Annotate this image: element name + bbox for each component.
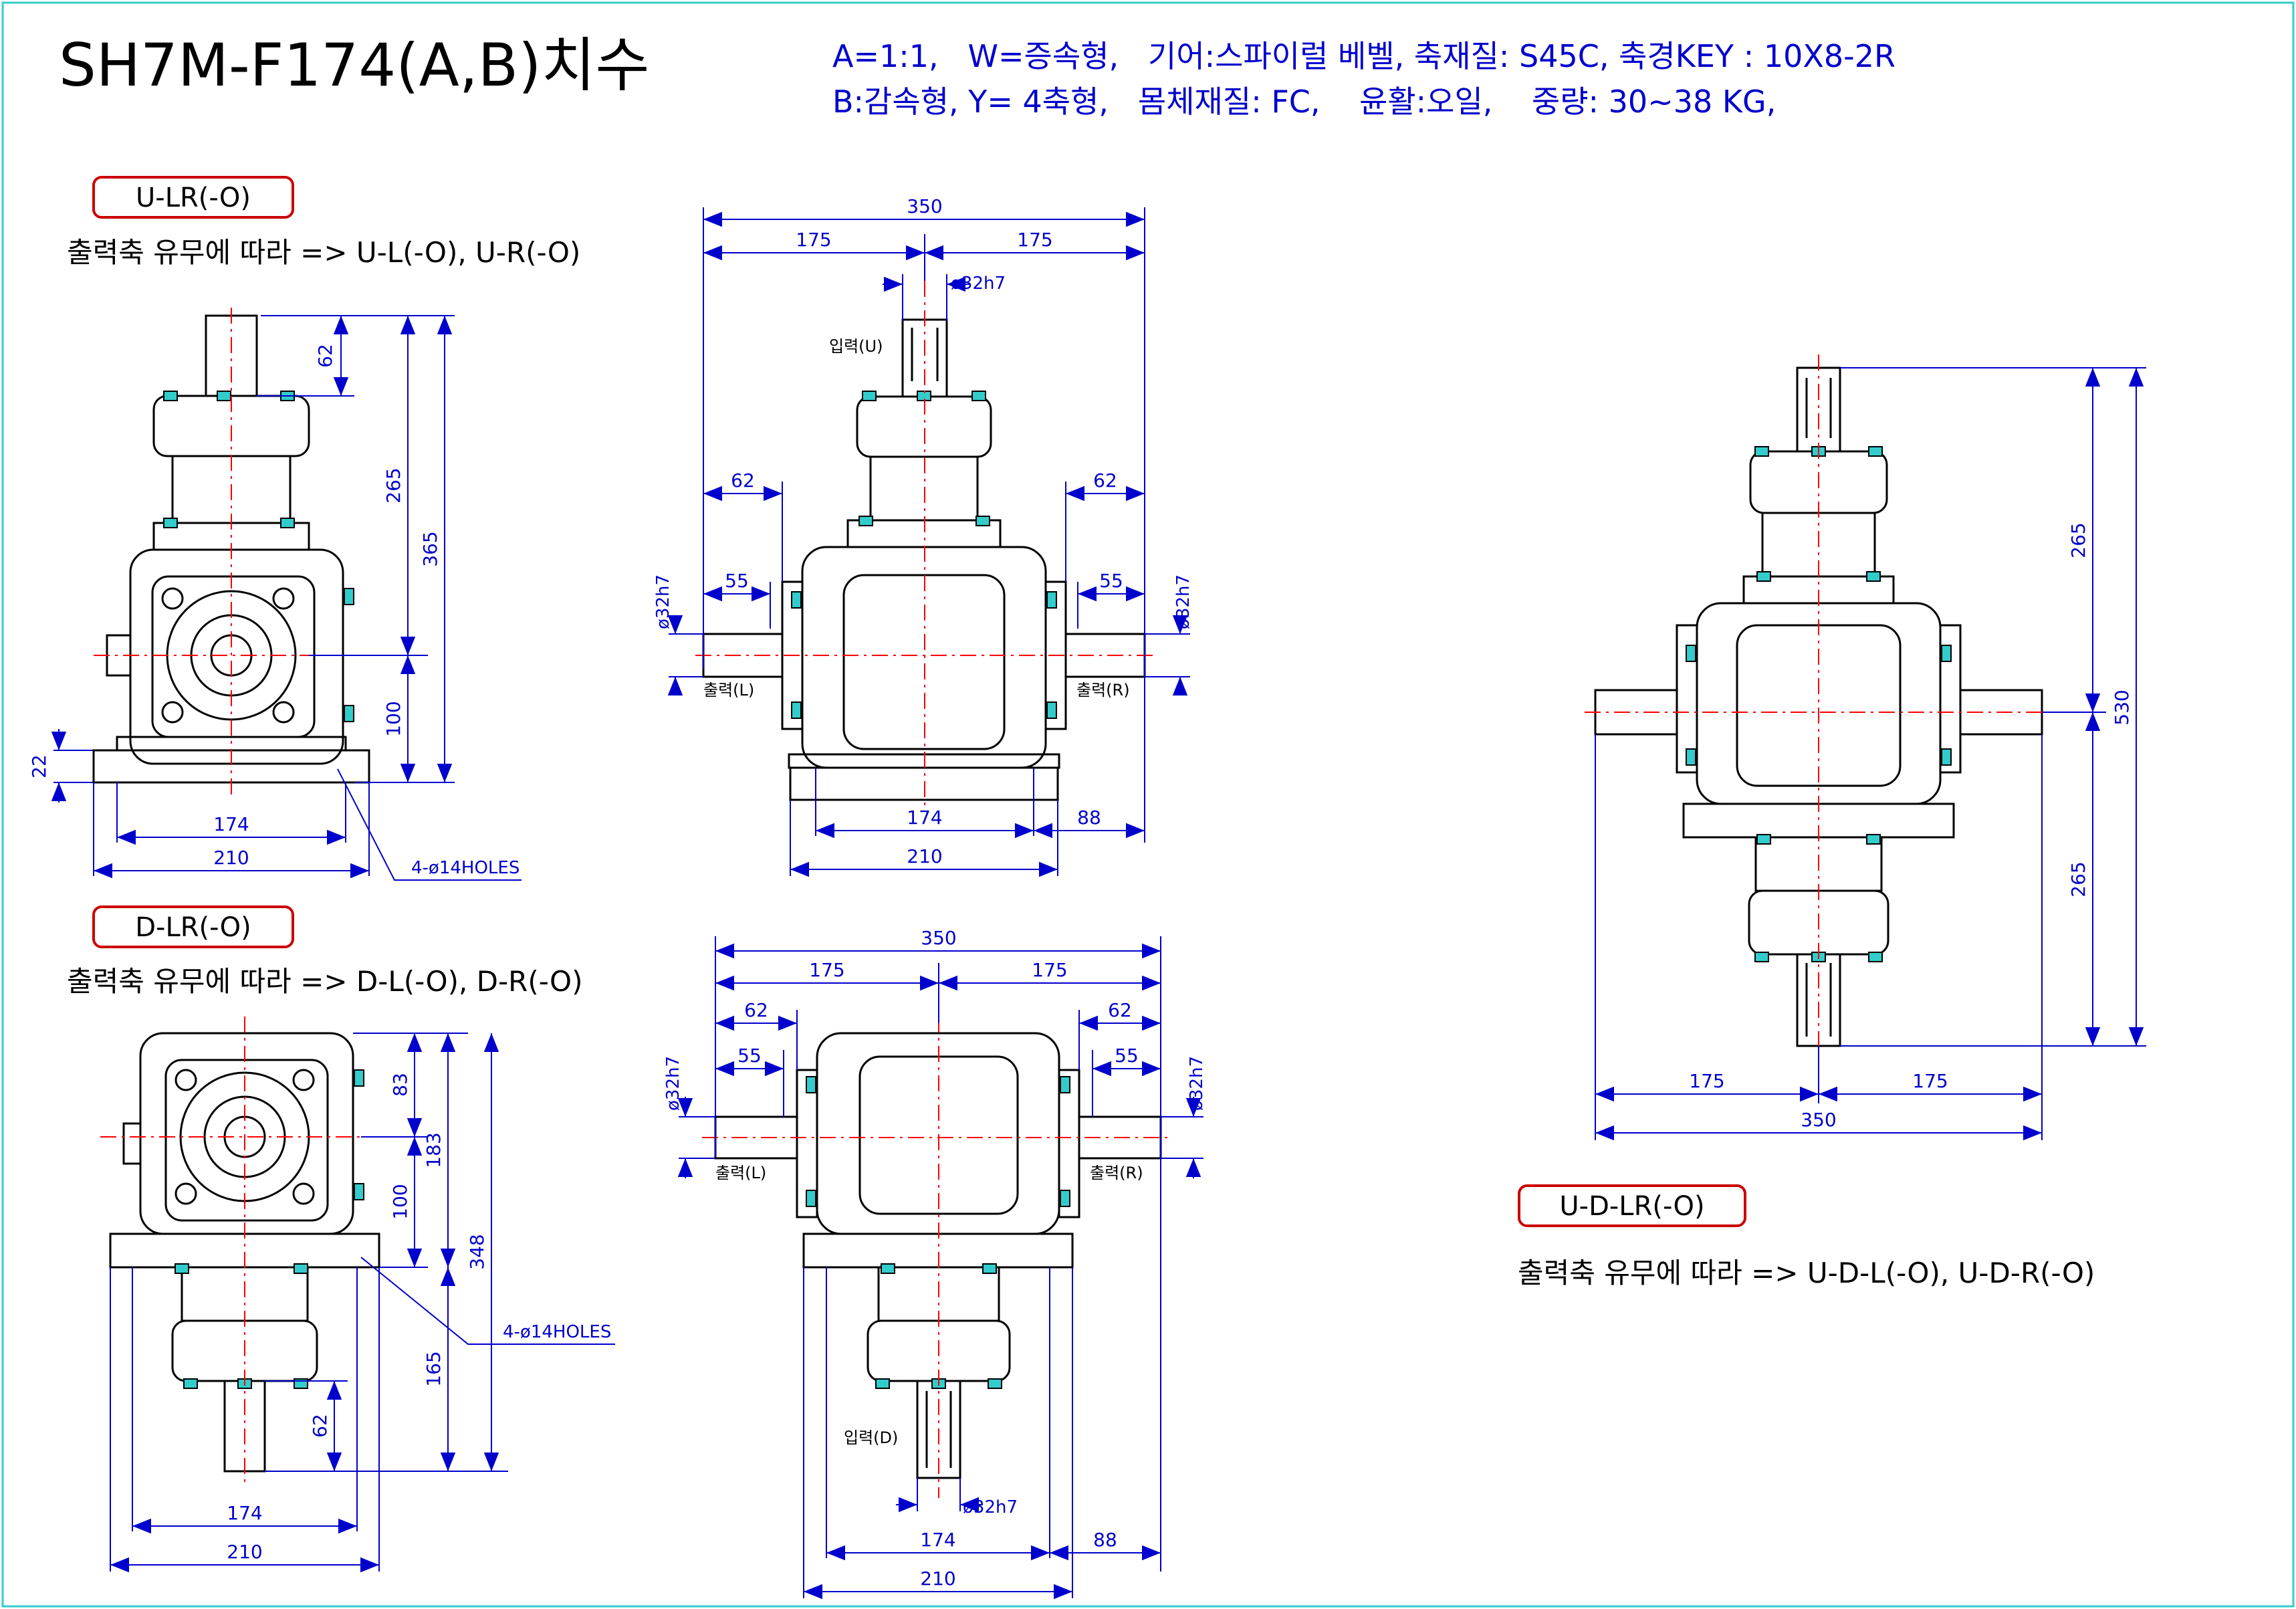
dim-text: ø32h7 <box>951 274 1006 294</box>
ulr-front-centerlines <box>695 281 1157 809</box>
dim-text: 62 <box>744 999 768 1021</box>
dim-text: 174 <box>920 1529 955 1551</box>
dim-text: 55 <box>725 570 749 592</box>
badge-udlr: U-D-LR(-O) <box>1518 1184 1746 1227</box>
dim-text: 174 <box>227 1502 262 1524</box>
dim-text: 55 <box>1115 1045 1139 1067</box>
badge-ulr-label: U-LR(-O) <box>136 183 251 213</box>
dim-text: 55 <box>1099 570 1123 592</box>
label-input-u: 입력(U) <box>829 337 883 356</box>
dlr-side-bolts <box>175 1069 364 1389</box>
dim-text: 62 <box>1093 469 1117 492</box>
ulr-side-dims <box>51 315 522 881</box>
note-dlr: 출력축 유무에 따라 => D-L(-O), D-R(-O) <box>67 965 583 998</box>
dlr-front-labels: 출력(L) 출력(R) 입력(D) <box>715 1164 1143 1447</box>
dim-text: ø32h7 <box>1173 574 1193 629</box>
badge-ulr: U-LR(-O) <box>92 176 294 219</box>
dlr-side-dims <box>110 1033 615 1573</box>
dim-text: 210 <box>920 1568 955 1590</box>
dim-text: 83 <box>389 1073 411 1097</box>
badge-dlr-label: D-LR(-O) <box>135 912 251 943</box>
dim-text: 175 <box>1017 229 1052 251</box>
dim-text: 165 <box>423 1351 445 1386</box>
dim-text: ø32h7 <box>663 1056 683 1111</box>
dim-text: 174 <box>213 813 249 835</box>
badge-dlr: D-LR(-O) <box>92 905 294 948</box>
ulr-front-labels: 입력(U) 출력(L) 출력(R) <box>703 337 1130 700</box>
ulr-front-bolts <box>791 391 1057 719</box>
badge-udlr-label: U-D-LR(-O) <box>1559 1191 1704 1222</box>
dim-text: ø32h7 <box>653 574 673 629</box>
dim-text: 22 <box>28 754 50 778</box>
dim-text: 350 <box>907 195 942 217</box>
dim-text: 350 <box>1801 1109 1836 1131</box>
dim-text: 62 <box>314 344 336 368</box>
spec-line-2: B:감속형, Y= 4축형, 몸체재질: FC, 윤활:오일, 중량: 30~3… <box>832 84 1776 120</box>
dim-text: 210 <box>907 845 942 867</box>
label-output-l: 출력(L) <box>715 1164 766 1182</box>
spec-line-1: A=1:1, W=증속형, 기어:스파이럴 베벨, 축재질: S45C, 축경K… <box>832 38 1896 74</box>
dim-text: 88 <box>1077 807 1101 829</box>
label-output-l: 출력(L) <box>703 681 754 700</box>
dim-text: 210 <box>213 847 249 869</box>
ulr-front-dim-text: 350 175 175 ø32h7 62 62 55 55 ø32h7 ø32h… <box>653 195 1193 867</box>
dim-text: 365 <box>419 531 441 566</box>
dim-text: 530 <box>2111 689 2133 725</box>
holes-note: 4-ø14HOLES <box>411 858 520 878</box>
label-input-d: 입력(D) <box>844 1428 898 1447</box>
dim-text: 62 <box>731 469 755 492</box>
dlr-side-dim-text: 83 183 100 348 165 62 174 210 4-ø14HOLES <box>227 1073 611 1563</box>
dim-text: 265 <box>2067 522 2089 558</box>
page-title: SH7M-F174(A,B)치수 <box>59 31 649 100</box>
dim-text: 265 <box>2067 861 2089 897</box>
dim-text: 175 <box>1912 1070 1948 1092</box>
label-output-r: 출력(R) <box>1090 1164 1143 1182</box>
ulr-front-dims <box>667 207 1190 877</box>
dlr-front-dims <box>677 936 1203 1600</box>
dim-text: ø32h7 <box>1187 1056 1207 1111</box>
udlr-centerlines <box>1585 354 2053 1057</box>
udlr-bolts <box>1686 446 1952 962</box>
dlr-front-dim-text: 350 175 175 62 62 55 55 ø32h7 ø32h7 ø32h… <box>663 927 1207 1590</box>
dim-text: 210 <box>227 1541 262 1563</box>
dim-text: 175 <box>1689 1070 1724 1092</box>
dim-text: 100 <box>389 1184 411 1219</box>
dim-text: 55 <box>737 1045 762 1067</box>
ulr-side-centerlines <box>94 308 374 796</box>
holes-note: 4-ø14HOLES <box>503 1322 611 1342</box>
dim-text: 175 <box>1032 959 1067 981</box>
dlr-front-bolts <box>806 1076 1070 1389</box>
dim-text: 175 <box>809 959 844 981</box>
dim-text: 183 <box>423 1132 445 1168</box>
note-udlr: 출력축 유무에 따라 => U-D-L(-O), U-D-R(-O) <box>1518 1257 2095 1289</box>
dim-text: 62 <box>309 1414 331 1438</box>
ulr-side-bolts <box>163 391 354 722</box>
dim-text: 174 <box>907 807 942 829</box>
dim-text: 88 <box>1093 1529 1117 1551</box>
dim-text: 265 <box>382 467 405 503</box>
dim-text: 348 <box>466 1234 488 1269</box>
note-ulr: 출력축 유무에 따라 => U-L(-O), U-R(-O) <box>67 236 580 269</box>
label-output-r: 출력(R) <box>1076 681 1130 700</box>
dim-text: 350 <box>921 927 956 949</box>
dlr-front-centerlines <box>702 1016 1170 1498</box>
dlr-side-centerlines <box>100 1016 388 1485</box>
dim-text: 62 <box>1108 999 1132 1021</box>
udlr-dims <box>1595 367 2146 1141</box>
dim-text: 175 <box>796 229 831 251</box>
udlr-dim-text: 265 530 265 175 175 350 <box>1689 522 2133 1131</box>
ulr-side-dim-text: 62 265 365 100 22 174 210 4-ø14HOLES <box>28 344 520 878</box>
dim-text: ø32h7 <box>963 1497 1018 1517</box>
dim-text: 100 <box>382 701 405 736</box>
